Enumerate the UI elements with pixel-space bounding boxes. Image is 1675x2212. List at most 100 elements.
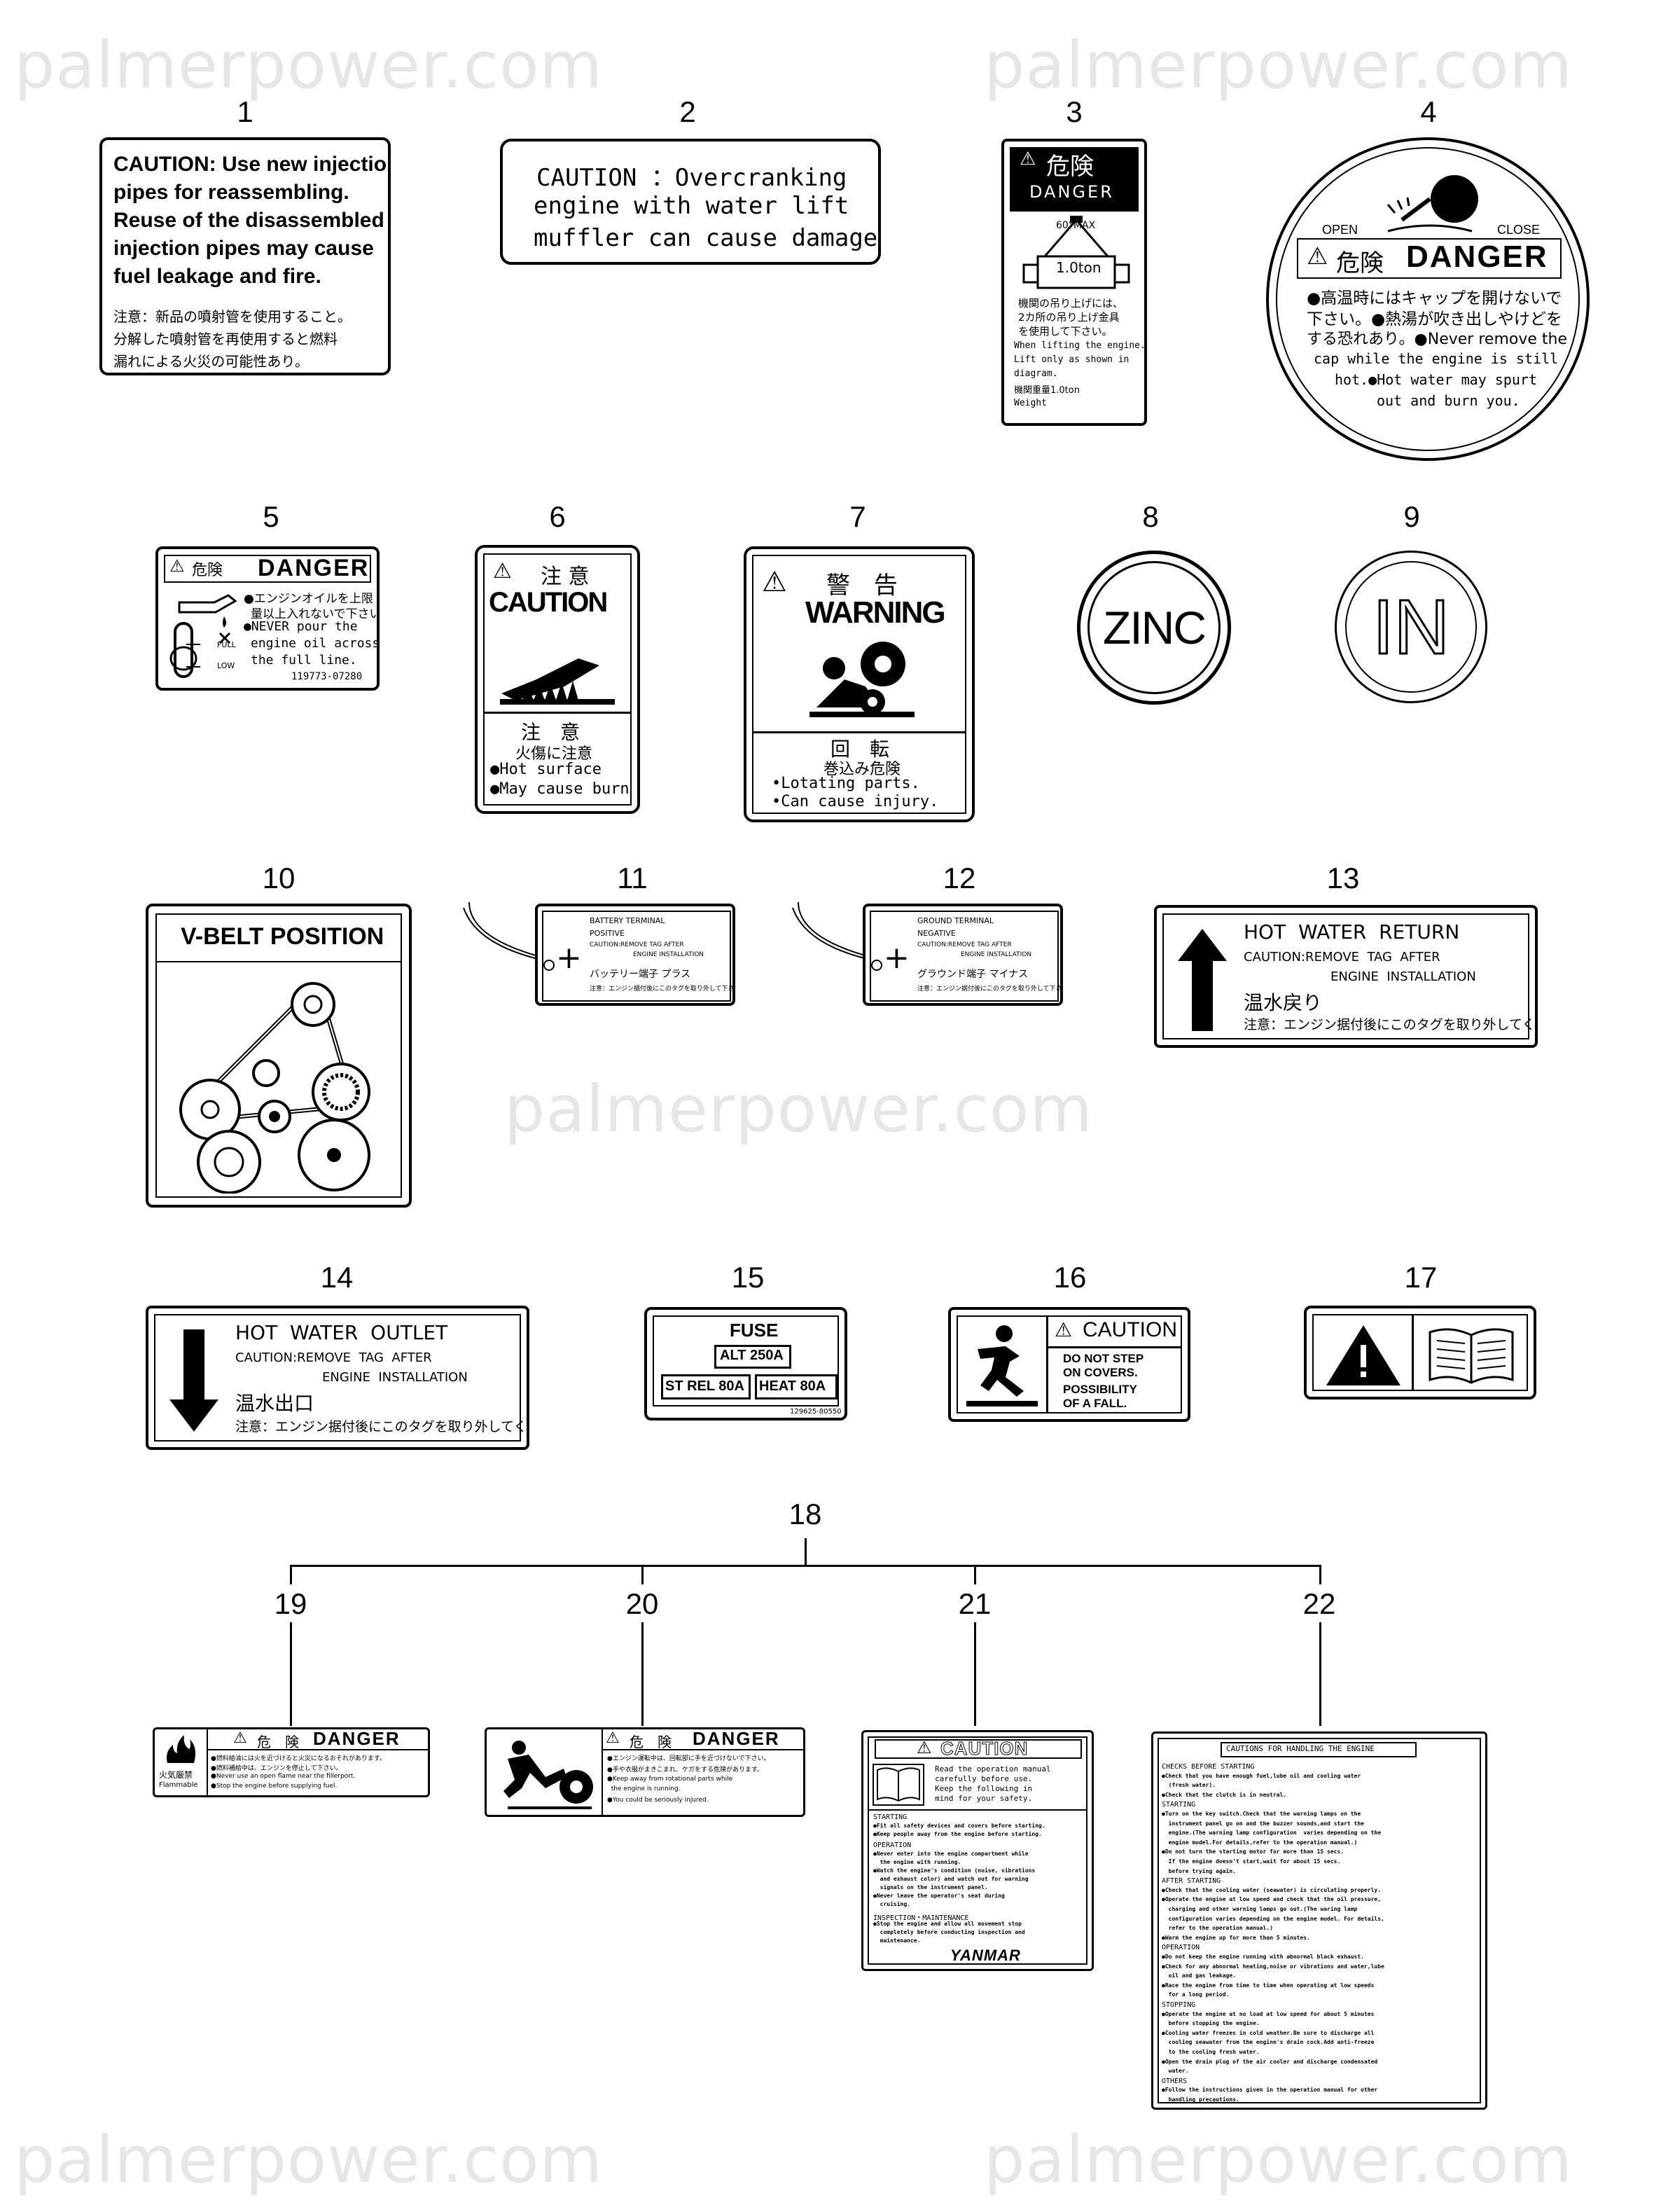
label-text-jp: 回 転 xyxy=(830,738,890,761)
item-number: 12 xyxy=(943,862,976,894)
tag-hole-icon xyxy=(871,960,882,971)
label-text: (fresh water). xyxy=(1162,1782,1216,1789)
leader-line xyxy=(1319,1622,1321,1726)
label-text: ●May cause burn xyxy=(490,780,630,798)
label-text: CAUTION:REMOVE TAG AFTER xyxy=(235,1350,432,1365)
label-text: cruising. xyxy=(873,1901,910,1907)
label-text-jp: 危 険 xyxy=(257,1734,299,1750)
label-text-jp: 注 意 xyxy=(521,721,581,744)
label-text-jp: 量以上入れないで下さい。 xyxy=(251,607,380,621)
header-box xyxy=(164,555,371,583)
danger-header-black xyxy=(1010,147,1139,212)
section-heading: OPERATION xyxy=(873,1841,912,1849)
title-divider xyxy=(155,961,402,962)
label-text: CLOSE xyxy=(1497,223,1541,237)
label-overcranking-caution: CAUTION ：Overcranking engine with water … xyxy=(500,139,881,265)
label-flammable-danger: 火気厳禁 Flammable ⚠ 危 険 DANGER ●燃料給油には火を近づけ… xyxy=(153,1727,430,1797)
leader-line xyxy=(641,1622,644,1726)
label-text: ●Do not keep the engine running with abn… xyxy=(1162,1954,1364,1960)
label-text: charging and other warning lamps go out.… xyxy=(1162,1906,1358,1912)
inner-frame xyxy=(752,555,966,814)
label-text: the engine with running. xyxy=(873,1859,961,1865)
item-number: 4 xyxy=(1420,95,1437,128)
cap-open-close-icon xyxy=(1386,175,1478,233)
label-text-jp: 警 告 xyxy=(826,572,898,600)
label-text: before stopping the engine. xyxy=(1162,2020,1260,2027)
arrow-up-icon xyxy=(1178,929,1227,1031)
item-number: 14 xyxy=(320,1261,354,1294)
leader-line xyxy=(1319,1565,1321,1584)
watermark: palmerpower.com xyxy=(14,28,604,103)
label-text: ●Stop the engine before supplying fuel. xyxy=(211,1783,338,1790)
warning-triangle-icon: ⚠ xyxy=(1055,1318,1073,1341)
label-text: ●Do not turn the starting motor for more… xyxy=(1162,1848,1344,1855)
label-text-jp: バッテリー端子 プラス xyxy=(590,969,691,980)
label-text: ●NEVER pour the xyxy=(244,619,358,634)
arrow-down-icon xyxy=(169,1329,218,1432)
item-number: 6 xyxy=(549,500,566,533)
warning-triangle-icon: ⚠ xyxy=(762,566,787,598)
label-text: refer to the operation manual.) xyxy=(1162,1925,1273,1932)
label-text-jp: 巻込み危険 xyxy=(823,761,901,778)
label-text-jp: 機関の吊り上げには、 xyxy=(1018,297,1124,310)
label-text: Reuse of the disassembled xyxy=(113,209,384,232)
label-text: DANGER xyxy=(693,1728,780,1749)
item-number: 3 xyxy=(1066,95,1083,128)
label-text-jp: 下さい。●熱湯が吹き出しやけどを xyxy=(1307,310,1562,329)
inner-frame xyxy=(1158,1738,1481,2103)
label-text: ENGINE INSTALLATION xyxy=(633,951,704,958)
watermark: palmerpower.com xyxy=(984,2122,1573,2197)
inner-frame xyxy=(154,1314,521,1442)
section-heading: STARTING xyxy=(1162,1801,1196,1809)
label-text: CAUTION:REMOVE TAG AFTER xyxy=(590,941,684,948)
tag-string xyxy=(463,902,541,960)
watermark: palmerpower.com xyxy=(504,1072,1094,1147)
divider xyxy=(602,1749,803,1750)
label-text: DANGER xyxy=(258,555,370,581)
label-text: ●Open the drain plug of the air cooler a… xyxy=(1162,2058,1378,2065)
inner-frame xyxy=(542,911,731,1002)
item-number: 20 xyxy=(625,1587,659,1620)
slip-fall-icon xyxy=(966,1325,1038,1406)
divider xyxy=(868,1809,1087,1811)
label-rotational-parts-danger: ⚠ 危 険 DANGER ●エンジン運転中は、回転部に手を近づけないで下さい。 … xyxy=(485,1727,805,1817)
warning-triangle-icon: ⚠ xyxy=(1307,242,1328,270)
label-text: ENGINE INSTALLATION xyxy=(961,951,1032,958)
label-text-jp: 分解した噴射管を再使用すると燃料 xyxy=(113,331,338,347)
label-text: oil and gas leakage. xyxy=(1162,1972,1236,1979)
label-title: CAUTIONS FOR HANDLING THE ENGINE xyxy=(1226,1744,1375,1753)
label-lifting-danger: ⚠ 危険 DANGER 60°MAX 1.0ton 機関の吊り上げには、 2カ所… xyxy=(1001,139,1147,426)
label-text: Lift only as shown in xyxy=(1014,354,1130,365)
label-text: out and burn you. xyxy=(1377,392,1520,409)
inner-frame xyxy=(653,1315,839,1406)
label-text: ●Never use an open flame near the filler… xyxy=(211,1773,356,1780)
divider xyxy=(207,1749,428,1750)
label-text: Weight xyxy=(1014,398,1047,408)
divider xyxy=(483,712,632,714)
leader-line xyxy=(290,1565,292,1584)
leader-line xyxy=(974,1622,976,1726)
inner-ring xyxy=(1276,147,1580,451)
label-text-jp: 危険 xyxy=(192,562,223,579)
label-yanmar-caution: ⚠ CAUTION Read the operation manual care… xyxy=(861,1730,1094,1971)
label-text: If the engine doesn't start,wait for abo… xyxy=(1162,1858,1341,1865)
label-text: CAUTION ：Overcranking xyxy=(536,164,847,192)
label-battery-positive-tag: + BATTERY TERMINAL POSITIVE CAUTION:REMO… xyxy=(535,904,735,1006)
label-text-jp: 温水戻り xyxy=(1244,991,1323,1014)
title-box xyxy=(1221,1742,1417,1757)
item-number: 19 xyxy=(274,1587,307,1620)
label-text-jp: ●燃料補給中は、エンジンを停止して下さい。 xyxy=(211,1765,342,1772)
label-text: When lifting the engine. xyxy=(1014,340,1146,351)
warning-triangle-icon: ⚠ xyxy=(917,1738,932,1757)
label-text: FULL xyxy=(217,640,236,649)
divider xyxy=(752,731,966,733)
label-text-jp: する恐れあり。●Never remove the xyxy=(1307,331,1567,348)
item-number: 15 xyxy=(731,1261,765,1294)
label-text: engine with water lift xyxy=(534,192,849,220)
label-text: 60°MAX xyxy=(1056,220,1096,231)
label-text: ENGINE INSTALLATION xyxy=(1330,969,1476,984)
label-hot-water-return: HOT WATER RETURN CAUTION:REMOVE TAG AFTE… xyxy=(1154,905,1538,1048)
label-hot-water-outlet: HOT WATER OUTLET CAUTION:REMOVE TAG AFTE… xyxy=(146,1306,529,1450)
label-text: ●Follow the instructions given in the op… xyxy=(1162,2087,1378,2094)
item-number: 10 xyxy=(262,862,296,894)
